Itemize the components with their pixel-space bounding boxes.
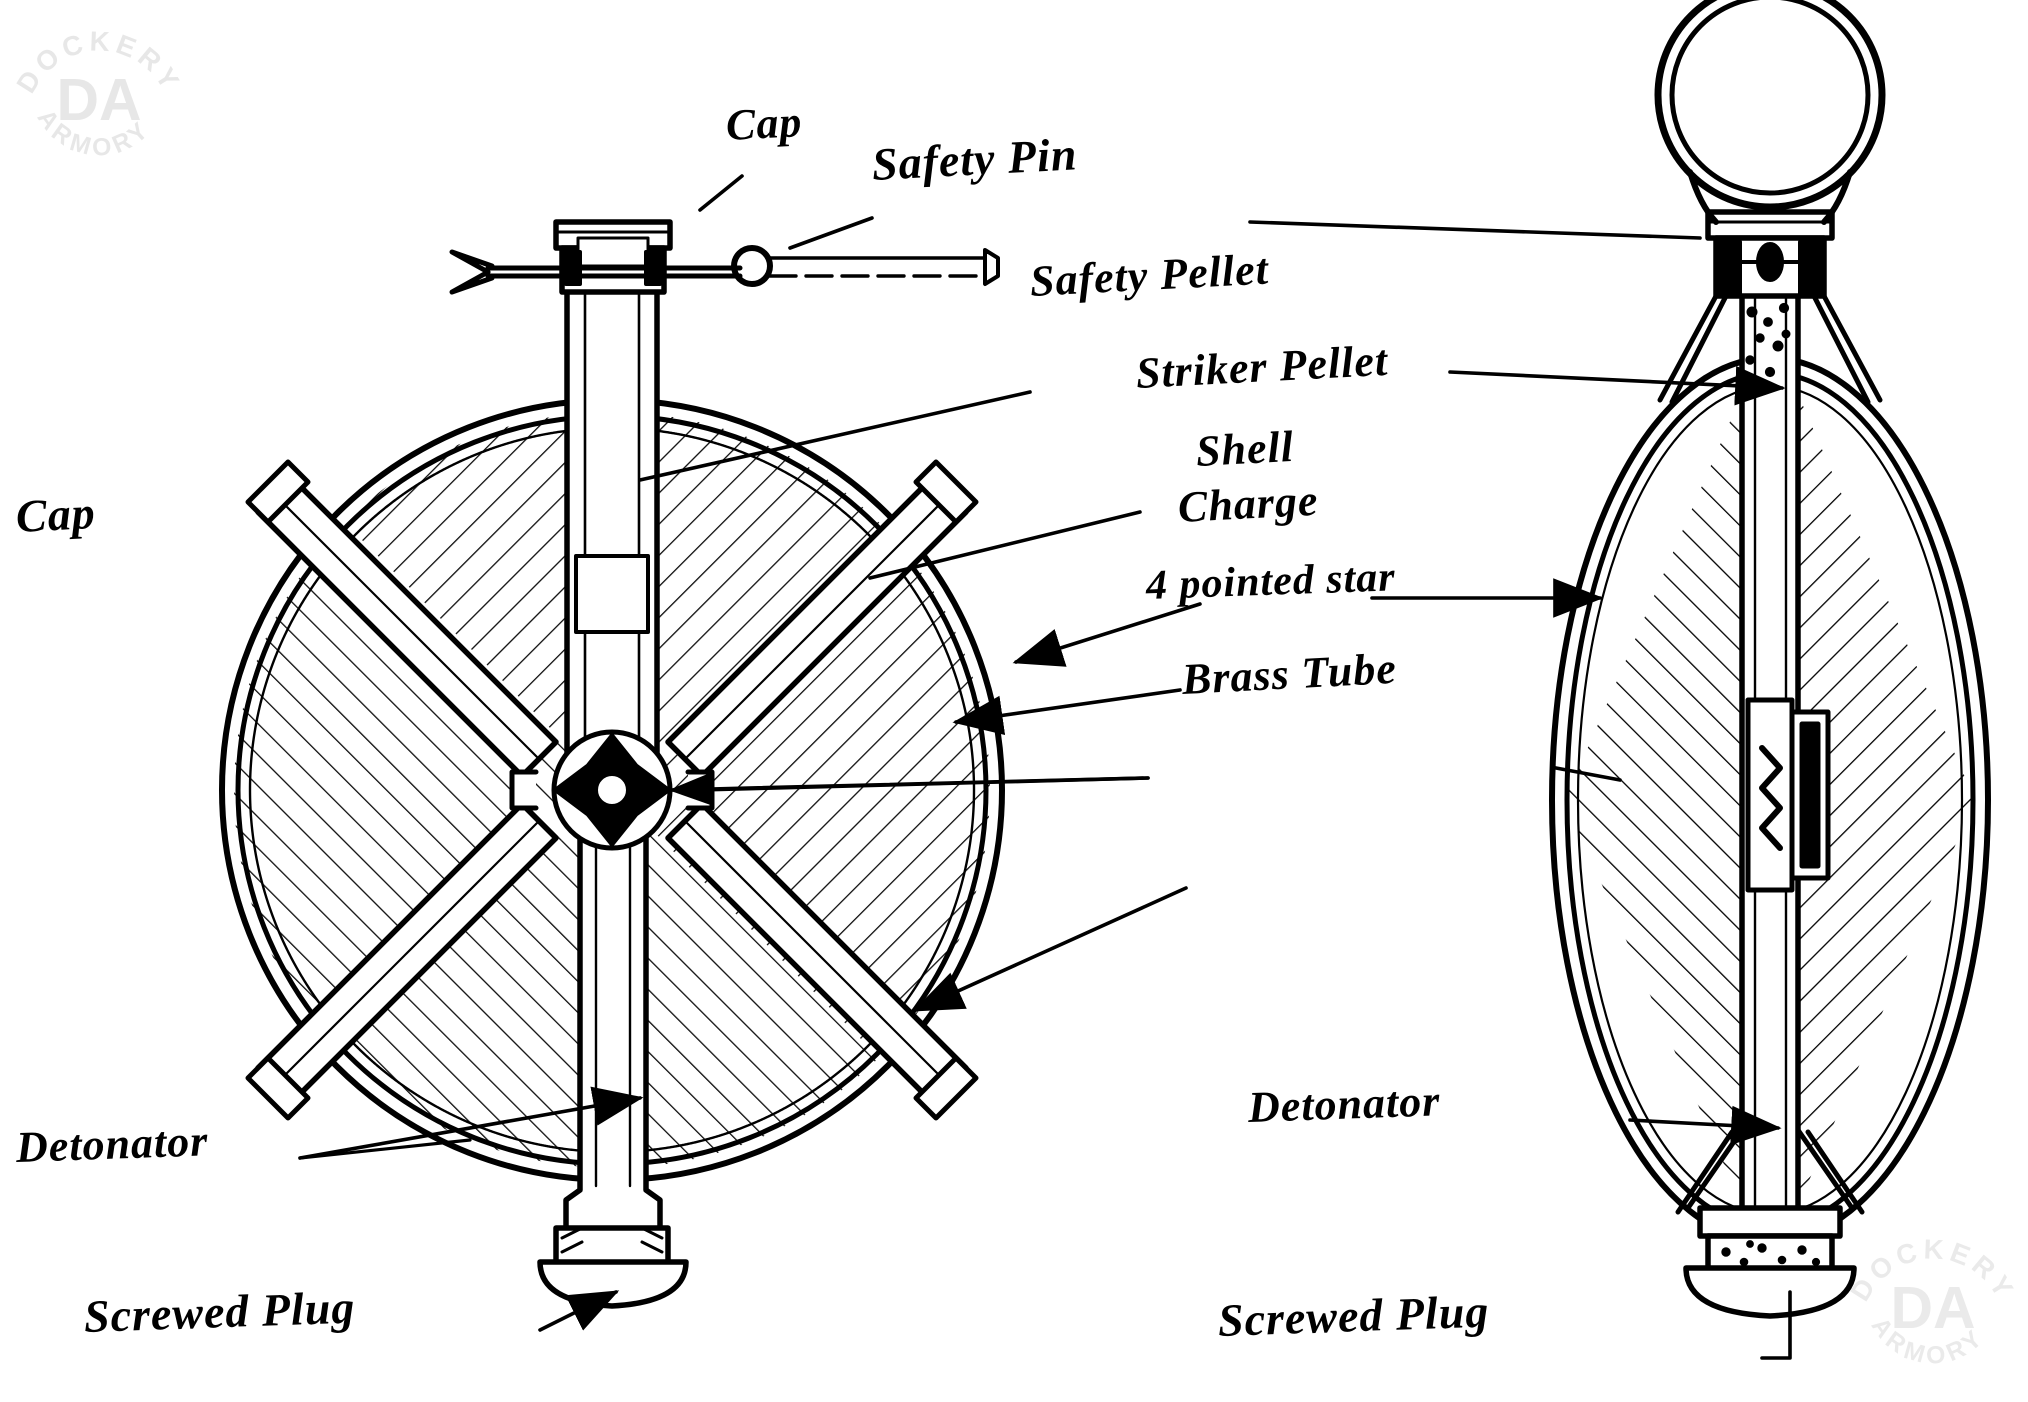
side-view-group: [1549, 0, 1991, 1319]
leader-lines: [298, 174, 1792, 1360]
label-safety-pin: Safety Pin: [870, 128, 1079, 190]
label-four-pointed-star: 4 pointed star: [1145, 554, 1397, 609]
label-screwed-plug-right: Screwed Plug: [1217, 1285, 1491, 1346]
front-view-group: [219, 219, 1005, 1309]
label-cap-top: Cap: [724, 97, 804, 150]
label-detonator-right: Detonator: [1247, 1076, 1442, 1132]
label-cap-left: Cap: [14, 486, 97, 542]
label-detonator-left: Detonator: [15, 1116, 210, 1172]
label-screwed-plug-left: Screwed Plug: [83, 1281, 357, 1342]
label-shell: Shell: [1194, 421, 1296, 476]
label-charge: Charge: [1176, 475, 1320, 532]
